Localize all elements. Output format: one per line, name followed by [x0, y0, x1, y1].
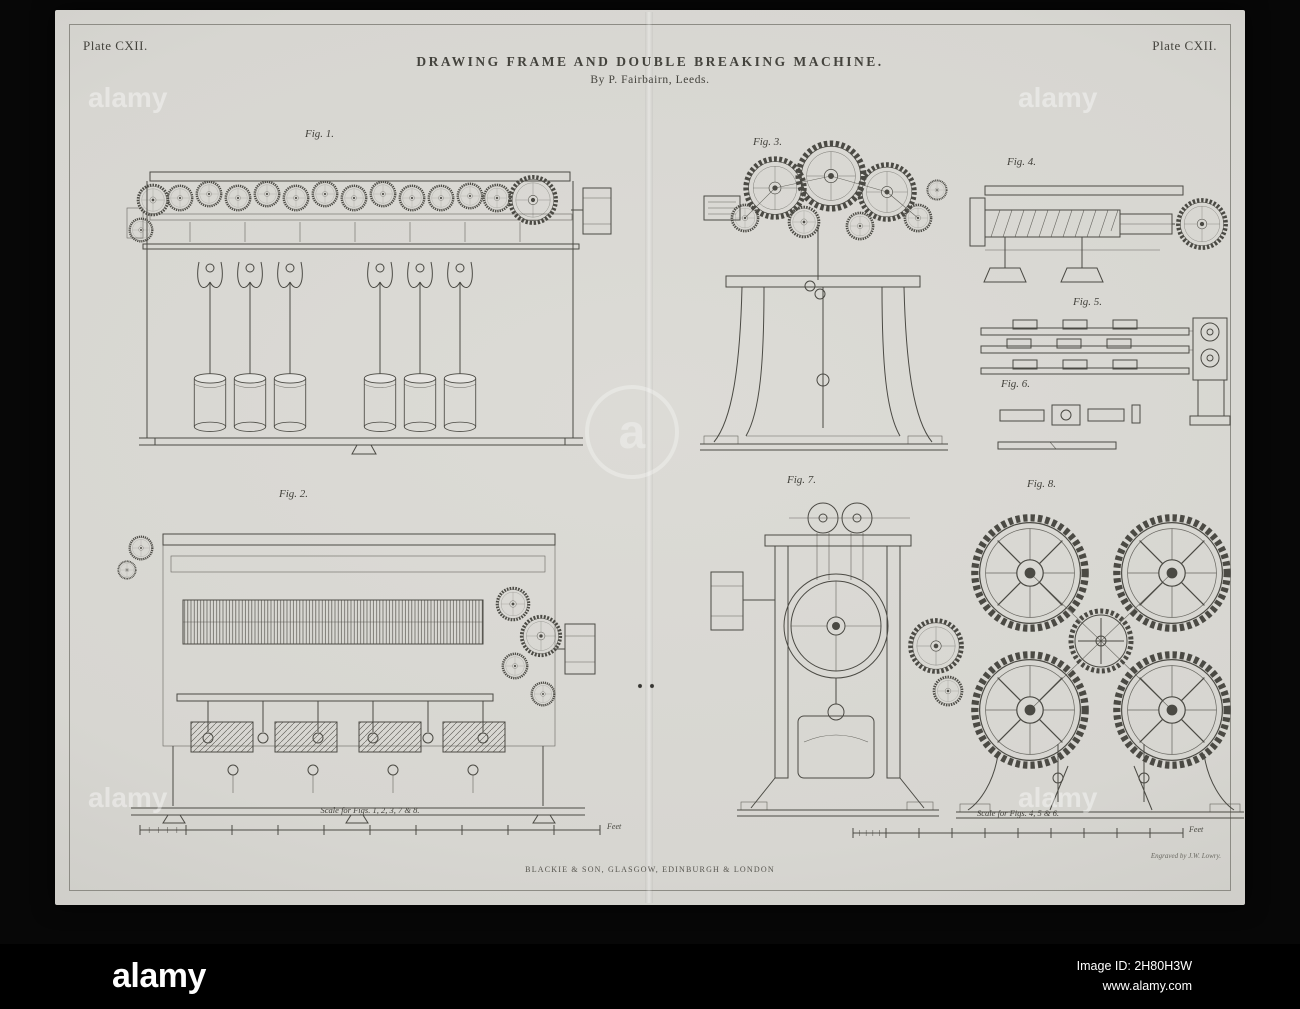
alamy-logo: alamy — [112, 957, 206, 995]
engraver-credit: Engraved by J.W. Lowry. — [1150, 852, 1221, 860]
fig5-label: Fig. 5. — [1073, 296, 1103, 308]
plate-number-right: Plate CXII. — [1152, 38, 1217, 53]
plate-number-left: Plate CXII. — [83, 38, 148, 53]
plate-border-rule — [69, 24, 1231, 891]
fig1-label: Fig. 1. — [305, 128, 335, 140]
engraving-plate: Plate CXII. Plate CXII. DRAWING FRAME AN… — [55, 10, 1245, 905]
fig7-drawing — [710, 502, 962, 817]
image-id: Image ID: 2H80H3W — [1076, 959, 1192, 974]
watermark-text: alamy — [1018, 782, 1098, 813]
fig3-label: Fig. 3. — [753, 136, 783, 148]
plate-subtitle: By P. Fairbairn, Leeds. — [590, 74, 710, 86]
scale-left-caption: Scale for Figs. 1, 2, 3, 7 & 8. — [320, 805, 420, 815]
watermark-text: alamy — [1018, 82, 1098, 113]
photo-area: Plate CXII. Plate CXII. DRAWING FRAME AN… — [55, 10, 1245, 905]
alamy-bottom-bar: alamy Image ID: 2H80H3W www.alamy.com — [0, 944, 1300, 1009]
fig7-label: Fig. 7. — [787, 474, 817, 486]
scale-bar-right — [852, 828, 1184, 838]
fig2-drawing — [117, 533, 596, 824]
publisher-imprint: BLACKIE & SON, GLASGOW, EDINBURGH & LOND… — [525, 865, 775, 874]
image-meta: Image ID: 2H80H3W www.alamy.com — [1077, 957, 1192, 996]
scale-left-unit: Feet — [607, 822, 622, 831]
fig2-label: Fig. 2. — [279, 488, 309, 500]
fig4-label: Fig. 4. — [1007, 156, 1037, 168]
scale-right-unit: Feet — [1189, 825, 1204, 834]
fig6-drawing — [997, 404, 1141, 450]
fig4-drawing — [969, 185, 1226, 283]
fig5-drawing — [980, 317, 1231, 426]
fig6-label: Fig. 6. — [1001, 378, 1031, 390]
watermark-logo: a — [585, 385, 679, 479]
watermark-text: alamy — [88, 782, 168, 813]
fig8-drawing — [956, 518, 1244, 819]
technical-drawings — [117, 10, 1244, 838]
website-url: www.alamy.com — [1102, 978, 1192, 993]
scale-right-caption: Scale for Figs. 4, 5 & 6. — [977, 808, 1059, 818]
registration-dot — [649, 683, 655, 689]
scale-bar-left — [139, 825, 601, 835]
fig8-label: Fig. 8. — [1027, 478, 1057, 490]
plate-title: DRAWING FRAME AND DOUBLE BREAKING MACHIN… — [416, 54, 884, 69]
registration-dot — [637, 683, 643, 689]
fig3-drawing — [700, 143, 948, 451]
watermark-text: alamy — [88, 82, 168, 113]
fig1-drawing — [126, 171, 612, 455]
